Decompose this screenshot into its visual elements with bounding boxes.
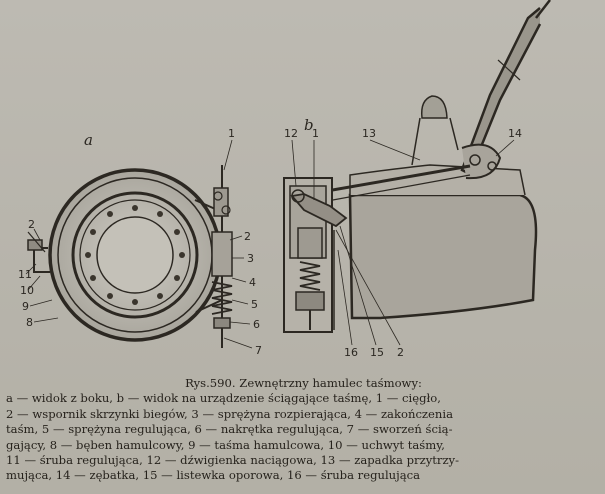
label-b-15: 15 [370, 346, 384, 359]
label-b-1: 1 [312, 127, 319, 140]
label-b-14: 14 [508, 127, 522, 140]
brake-figure: a b 1 2 3 4 5 6 7 2 11 10 9 8 12 1 13 14… [18, 0, 551, 359]
figure-number: Rys.590. [185, 376, 236, 390]
caption-title-line: Rys.590. Zewnętrzny hamulec taśmowy: [6, 376, 601, 391]
panel-b-letter: b [304, 116, 314, 134]
caption-line: 11 — śruba regulująca, 12 — dźwigienka n… [6, 453, 460, 468]
label-a-11: 11 [18, 268, 32, 281]
label-a-10: 10 [20, 284, 34, 297]
label-a-8: 8 [26, 316, 33, 329]
label-b-12: 12 [284, 127, 298, 140]
figure-caption: Rys.590. Zewnętrzny hamulec taśmowy: a —… [6, 376, 601, 484]
label-a-7: 7 [255, 344, 262, 357]
caption-line: taśm, 5 — sprężyna regulująca, 6 — nakrę… [6, 422, 453, 437]
caption-line: a — widok z boku, b — widok na urządzeni… [6, 391, 441, 406]
tightening-device-view [283, 0, 551, 346]
label-b-13: 13 [362, 127, 376, 140]
caption-line: mująca, 14 — zębatka, 15 — listewka opor… [6, 468, 421, 483]
label-a-3: 3 [247, 252, 254, 265]
label-a-4: 4 [249, 276, 256, 289]
brake-drawing [25, 0, 551, 349]
label-a-5: 5 [251, 298, 258, 311]
label-b-2: 2 [397, 346, 404, 359]
caption-line: gający, 8 — bęben hamulcowy, 9 — taśma h… [6, 437, 445, 452]
panel-a-letter: a [84, 131, 93, 149]
caption-line: 2 — wspornik skrzynki biegów, 3 — spręży… [6, 406, 453, 421]
label-a-1: 1 [228, 127, 235, 140]
caption-title: Zewnętrzny hamulec taśmowy: [239, 376, 422, 390]
label-a-6: 6 [253, 318, 260, 331]
label-a-2-left: 2 [28, 218, 35, 231]
drum-side-view [25, 139, 253, 349]
label-b-16: 16 [344, 346, 358, 359]
label-a-9: 9 [22, 300, 29, 313]
label-a-2: 2 [244, 230, 251, 243]
